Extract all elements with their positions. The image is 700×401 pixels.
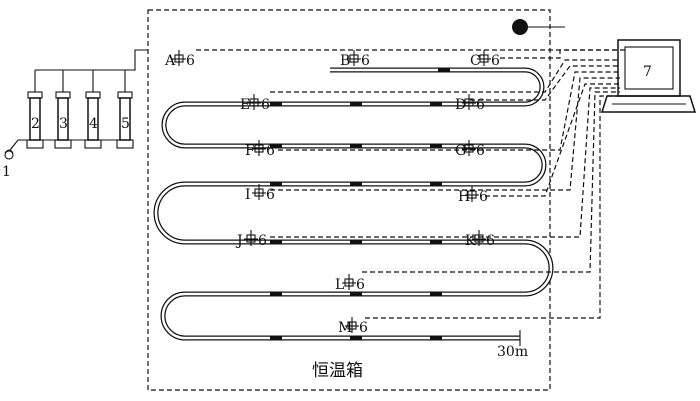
sensor-number: 6 (266, 187, 275, 203)
column-label: 4 (89, 116, 98, 132)
sensor-number: 6 (361, 53, 370, 69)
computer-icon: 7 (600, 39, 697, 113)
sensor-letter: G (455, 143, 466, 159)
column-group: 2 3 4 5 (26, 70, 134, 149)
column-4: 4 (84, 70, 102, 149)
sensor-number: 6 (476, 143, 485, 159)
sensor-letter: F (245, 143, 255, 159)
sensor-number: 6 (186, 53, 195, 69)
column-2: 2 (26, 70, 44, 149)
sensor-letter: H (458, 189, 470, 205)
sensor-number: 6 (266, 143, 275, 159)
column-3: 3 (54, 70, 72, 149)
sensor-letter: E (240, 97, 250, 113)
chamber-label: 恒温箱 (312, 361, 363, 381)
sensor-letter: C (470, 53, 481, 69)
sensor-number: 6 (261, 97, 270, 113)
column-label: 5 (121, 116, 130, 132)
sensor-number: 6 (486, 233, 495, 249)
sensor-letter: J (235, 233, 243, 249)
sensor-letter: B (340, 53, 350, 69)
column-label: 3 (59, 116, 68, 132)
column-5: 5 (116, 70, 134, 149)
sensor-number: 6 (258, 233, 267, 249)
sensor-number: 6 (356, 277, 365, 293)
sensor-letter: I (245, 187, 251, 203)
sensor-number: 6 (491, 53, 500, 69)
pump-icon (4, 139, 130, 160)
chamber-border (147, 9, 551, 391)
length-label: 30m (497, 344, 528, 360)
sensor-letter: A (164, 53, 176, 69)
sensor-letter: L (335, 277, 344, 293)
sensor-letter: M (338, 320, 352, 336)
sensor-letter: D (455, 97, 466, 113)
source-label: 1 (2, 164, 11, 180)
computer-label: 7 (643, 64, 652, 80)
column-label: 2 (31, 116, 40, 132)
heater-icon (512, 19, 565, 35)
sensor-number: 6 (476, 97, 485, 113)
serpentine-pipe (153, 67, 554, 346)
sensor-number: 6 (479, 189, 488, 205)
inlet-line (35, 49, 148, 71)
sensor-number: 6 (359, 320, 368, 336)
sensor-letter: K (465, 233, 476, 249)
